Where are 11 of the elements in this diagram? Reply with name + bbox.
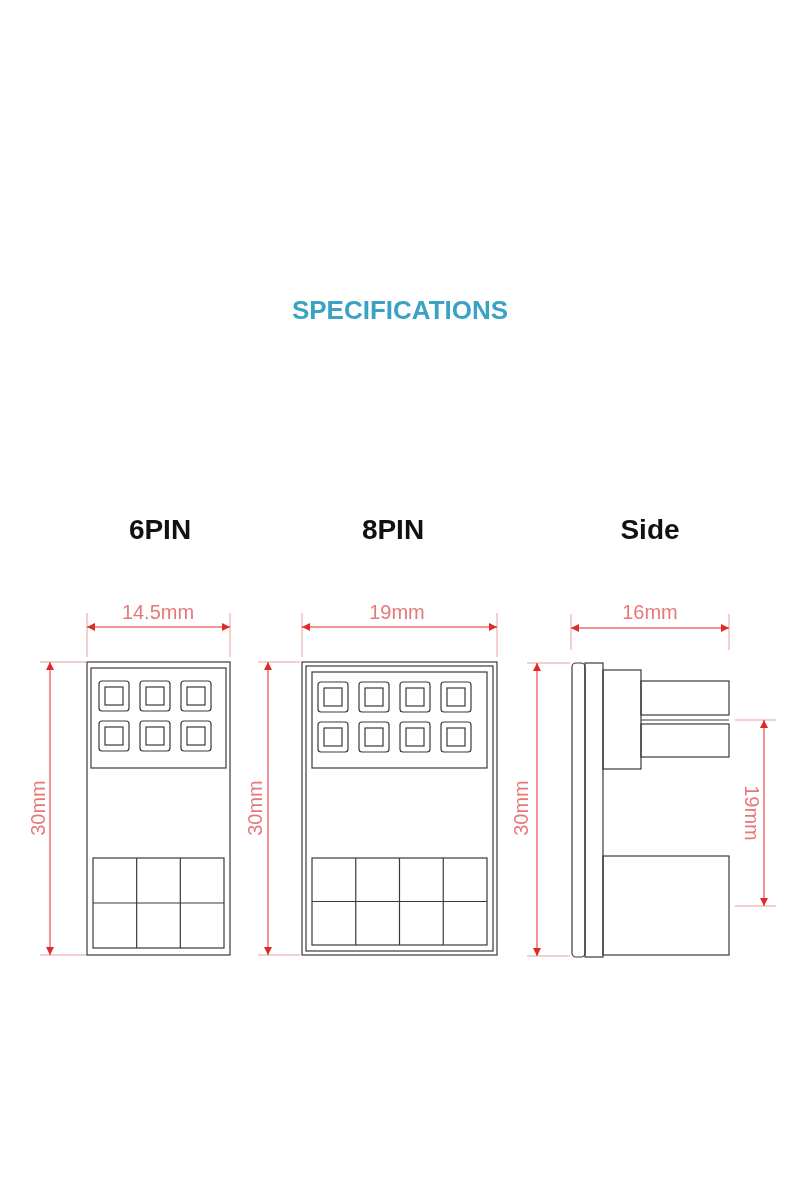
dimension-text: 19mm [369,602,425,622]
dimension-text: 30mm [28,780,48,836]
view-heading: 8PIN [361,516,425,544]
view-heading: Side [620,516,680,544]
dimension-text: 19mm [742,785,762,841]
dimension-text: 30mm [245,780,265,836]
dimension-text: 14.5mm [121,602,195,622]
dimension-text: 30mm [511,780,531,836]
dimension-text: 16mm [622,602,678,622]
view-heading: 6PIN [128,516,192,544]
title: SPECIFICATIONS [291,297,509,323]
